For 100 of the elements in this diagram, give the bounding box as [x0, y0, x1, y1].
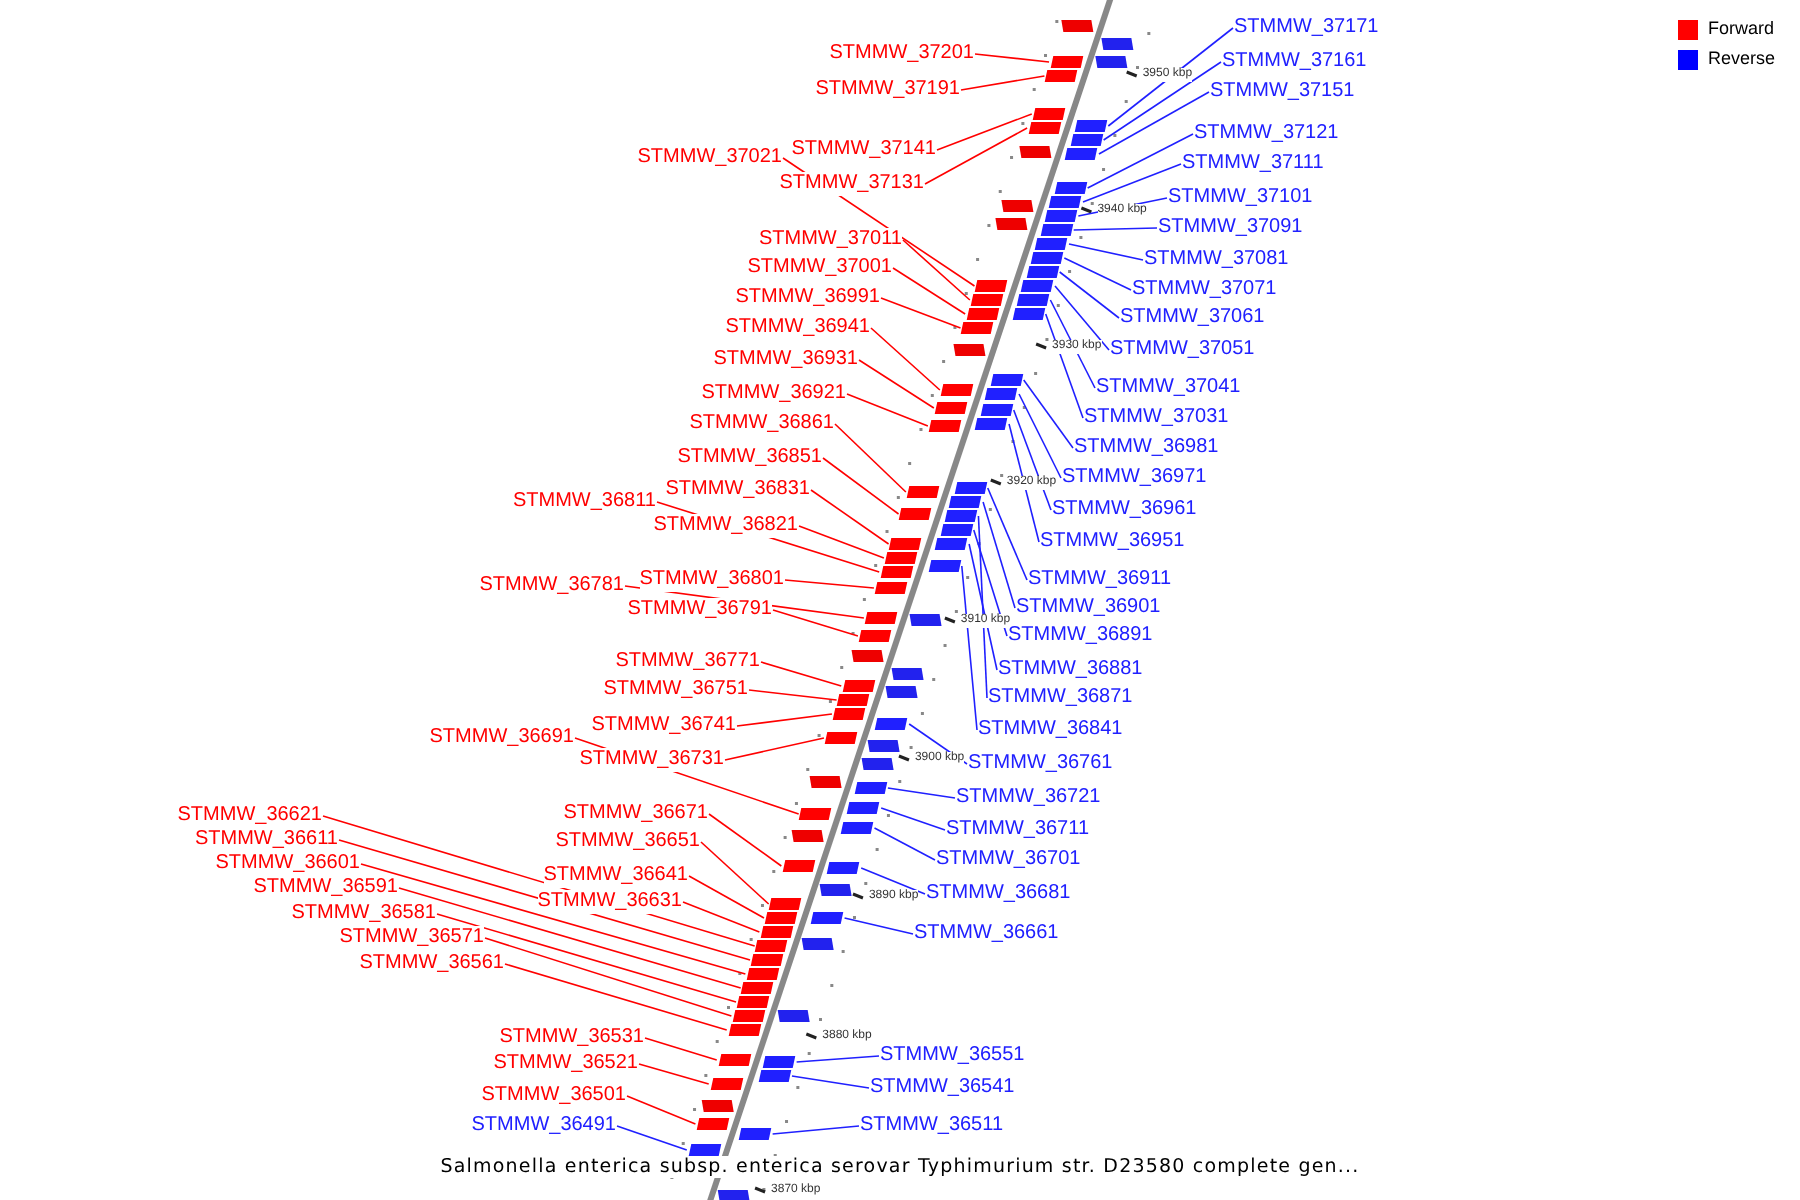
leader-line	[822, 457, 900, 515]
leader-line	[682, 901, 761, 933]
leader-line	[1054, 285, 1110, 351]
gene-label: STMMW_36871	[988, 686, 1133, 710]
gene-label: STMMW_36811	[512, 490, 656, 514]
gene-label: STMMW_36881	[998, 658, 1143, 682]
gene-bar	[990, 374, 1023, 386]
gene-bar	[824, 732, 858, 744]
leader-line	[1102, 61, 1222, 141]
gene-label: STMMW_36821	[653, 514, 798, 538]
gene-bar	[737, 996, 770, 1008]
leader-line	[688, 875, 765, 919]
gene-bar	[1065, 148, 1098, 160]
leader-line	[974, 53, 1050, 63]
gene-bar	[837, 694, 871, 706]
leader-line	[798, 525, 885, 559]
leader-line	[870, 327, 941, 391]
gene-label: STMMW_36751	[603, 678, 748, 702]
gene-label: STMMW_36651	[555, 830, 700, 854]
gene-label: STMMW_36491	[471, 1114, 616, 1138]
gene-label: STMMW_36891	[1008, 624, 1153, 648]
gene-bar	[940, 384, 974, 396]
leader-line	[846, 393, 929, 427]
gene-label: STMMW_37011	[758, 228, 902, 252]
gene-bar	[751, 954, 784, 966]
gene-bar	[799, 808, 833, 820]
gene-label: STMMW_36591	[253, 876, 398, 900]
gene-bar	[858, 630, 892, 642]
leader-line	[961, 565, 978, 731]
leader-line	[616, 1125, 688, 1151]
gene-bar	[709, 1078, 743, 1090]
leader-line	[924, 127, 1028, 185]
gene-bar	[934, 402, 968, 414]
leader-line	[880, 807, 946, 831]
gene-label: STMMW_36791	[627, 598, 772, 622]
gene-label: STMMW_37061	[1120, 306, 1265, 330]
gene-label: STMMW_37111	[1182, 152, 1324, 176]
gene-bar	[696, 1118, 729, 1130]
gene-label: STMMW_36731	[579, 748, 724, 772]
gene-label: STMMW_37161	[1222, 50, 1367, 74]
gene-label: STMMW_36741	[591, 714, 736, 738]
leader-line	[880, 297, 962, 329]
gene-bar	[880, 566, 913, 578]
leader-line	[936, 113, 1033, 151]
gene-label: STMMW_36781	[479, 574, 624, 598]
gene-label: STMMW_36541	[870, 1076, 1015, 1100]
legend-label: Forward	[1708, 18, 1775, 40]
gene-bar	[732, 1010, 765, 1022]
leader-line	[626, 1095, 697, 1125]
gene-label: STMMW_37101	[1168, 186, 1313, 210]
leader-line	[834, 423, 907, 493]
gene-bar	[864, 612, 898, 624]
gene-label: STMMW_37171	[1234, 16, 1379, 40]
gene-label: STMMW_36861	[689, 412, 834, 436]
leader-line	[858, 359, 935, 409]
gene-label: STMMW_36901	[1016, 596, 1161, 620]
gene-bar	[1070, 134, 1103, 146]
gene-bar	[906, 486, 940, 498]
gene-label: STMMW_36691	[429, 726, 574, 750]
gene-label: STMMW_36831	[665, 478, 810, 502]
gene-bar	[782, 860, 815, 872]
gene-bar	[727, 1024, 761, 1036]
leader-line	[771, 1125, 860, 1135]
gene-label: STMMW_36921	[701, 382, 846, 406]
leader-line	[436, 913, 737, 1003]
leader-line	[748, 689, 838, 701]
gene-label: STMMW_36761	[968, 752, 1113, 776]
gene-bar	[1021, 280, 1055, 292]
leader-line	[644, 1037, 718, 1061]
gene-bar	[847, 802, 881, 814]
leader-line	[1063, 257, 1132, 291]
gene-bar	[1049, 196, 1082, 208]
gene-bar	[949, 496, 983, 508]
gene-bar	[746, 968, 779, 980]
leader-line	[784, 579, 875, 589]
gene-bar	[1044, 210, 1078, 222]
leader-line	[1018, 393, 1062, 479]
gene-bar	[954, 482, 987, 494]
gene-bar	[765, 912, 798, 924]
gene-bar	[1050, 56, 1083, 68]
gene-bar	[687, 1144, 721, 1156]
gene-bar	[935, 538, 969, 550]
gene-label: STMMW_37001	[747, 256, 892, 280]
gene-label: STMMW_36621	[177, 804, 322, 828]
gene-label: STMMW_37051	[1110, 338, 1255, 362]
gene-label: STMMW_36801	[639, 568, 784, 592]
gene-bar	[975, 418, 1009, 430]
leader-line	[982, 501, 1016, 609]
gene-bar	[811, 912, 844, 924]
gene-bar	[1016, 294, 1050, 306]
gene-bar	[975, 280, 1009, 292]
gene-bar	[1040, 224, 1073, 236]
gene-label: STMMW_37041	[1096, 376, 1241, 400]
gene-label: STMMW_37201	[829, 42, 974, 66]
gene-label: STMMW_36611	[194, 828, 338, 852]
gene-bar	[739, 1128, 772, 1140]
gene-label: STMMW_36641	[543, 864, 688, 888]
leader-line	[873, 827, 936, 861]
leader-line	[795, 1055, 880, 1063]
chart-title: Salmonella enterica subsp. enterica serovar Typhimurium str. D23580 complete gen...	[440, 1156, 1360, 1178]
